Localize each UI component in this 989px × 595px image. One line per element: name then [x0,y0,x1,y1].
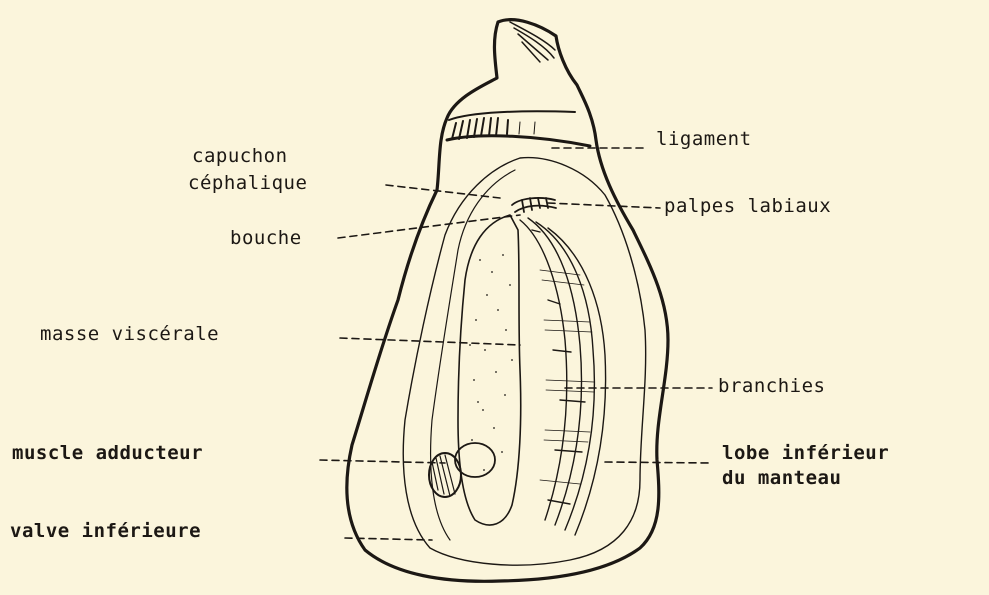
label-capuchon-line2: céphalique [188,172,307,194]
label-branchies: branchies [718,375,825,397]
mantle-outline [403,158,645,565]
leader-capuchon [386,185,500,198]
labial-palps [512,198,556,212]
leader-bouche [338,215,520,238]
outer-shell-outline [347,20,668,582]
label-bouche: bouche [230,227,302,249]
leader-lobe [605,462,712,463]
umbo-hatching [510,22,555,62]
visceral-mass [458,215,521,525]
leader-palpes [548,203,660,208]
gills [520,218,606,535]
leader-muscle [320,460,445,463]
ligament-band [447,111,590,146]
adductor-muscle [429,443,495,497]
label-lobe-line1: lobe inférieur [722,442,889,464]
label-lobe-line2: du manteau [722,467,841,489]
label-muscle-adducteur: muscle adducteur [12,442,203,464]
visceral-stipple [469,254,513,471]
label-ligament: ligament [656,128,752,150]
leader-masse [340,338,520,345]
label-masse-viscerale: masse viscérale [40,323,219,345]
label-palpes-labiaux: palpes labiaux [664,195,831,217]
mantle-inner-outline [431,170,515,540]
label-capuchon-line1: capuchon [192,145,288,167]
label-valve-inferieure: valve inférieure [10,520,201,542]
